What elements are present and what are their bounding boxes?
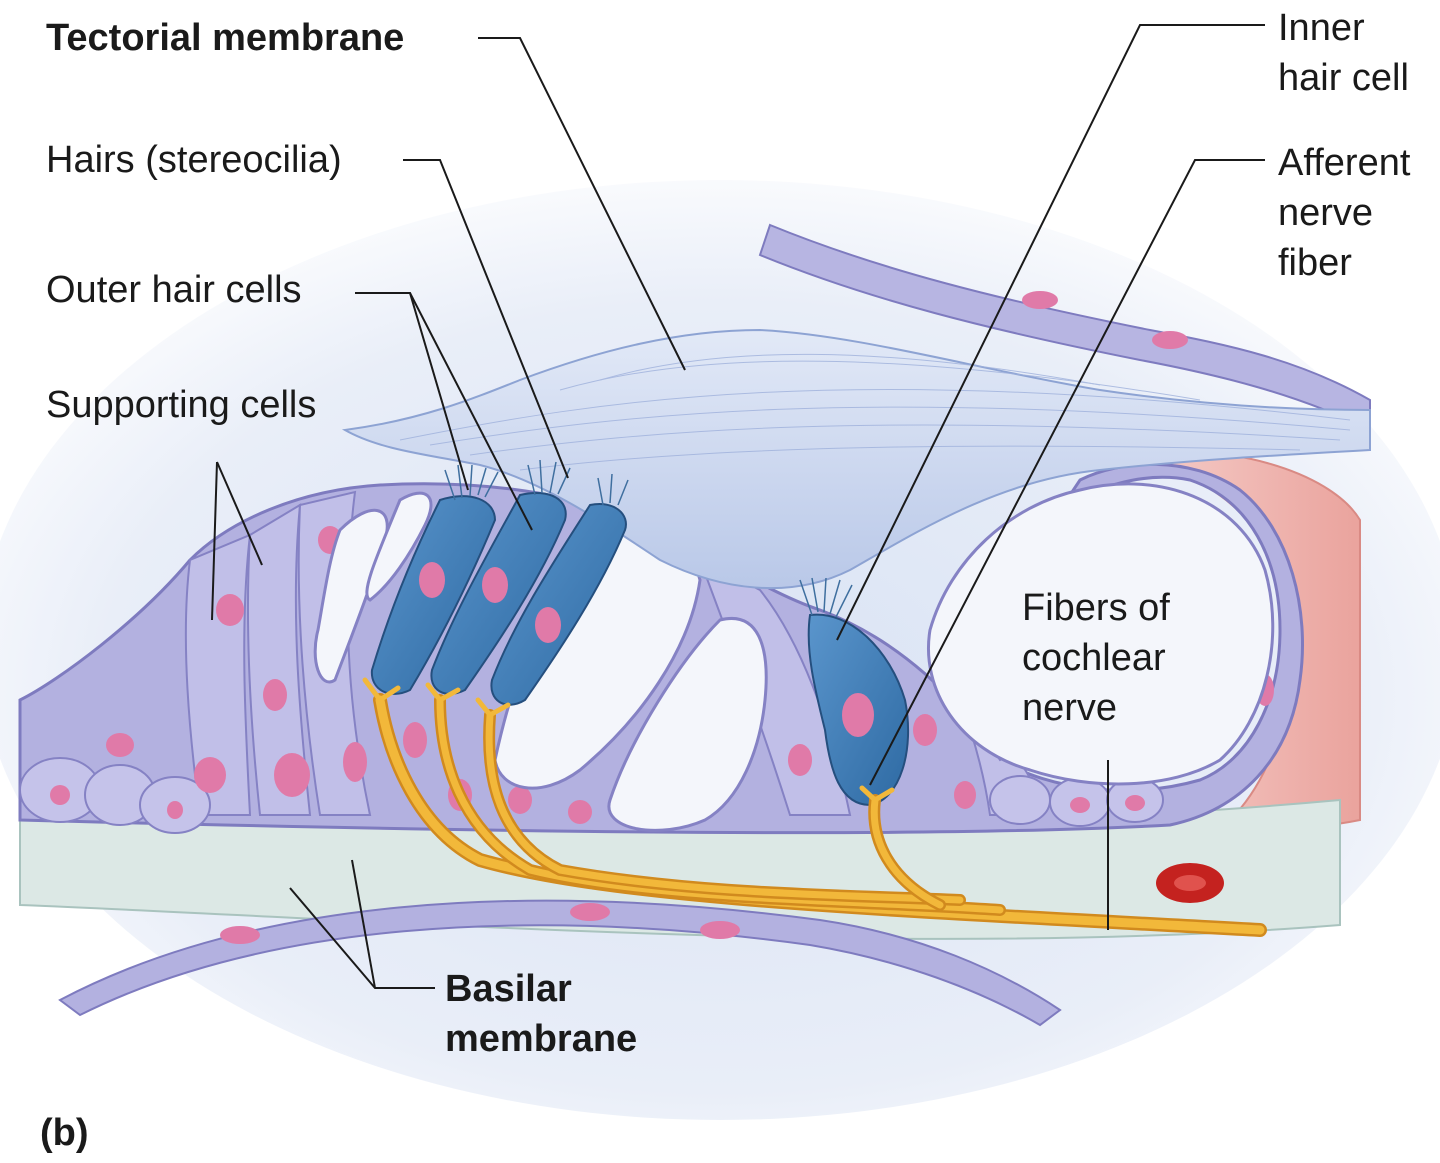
nucleus xyxy=(220,926,260,944)
label-basilar-membrane: Basilar membrane xyxy=(445,964,637,1064)
label-inner-hair-cell: Inner hair cell xyxy=(1278,3,1409,103)
panel-label: (b) xyxy=(40,1112,89,1154)
label-supporting-cells: Supporting cells xyxy=(46,384,317,426)
label-afferent-nerve-fiber: Afferent nerve fiber xyxy=(1278,138,1410,288)
leader-lines xyxy=(211,24,1265,989)
supporting-cell-nuclei xyxy=(50,526,1274,824)
label-hairs-stereocilia: Hairs (stereocilia) xyxy=(46,139,342,181)
label-basilar-line2: membrane xyxy=(445,1018,638,1060)
afferent-nerve-fibers xyxy=(373,693,1267,937)
label-tectorial-membrane: Tectorial membrane xyxy=(46,17,405,59)
label-fibers-line2: cochlear xyxy=(1022,637,1166,679)
label-fibers-line3: nerve xyxy=(1022,687,1118,729)
label-basilar-line1: Basilar xyxy=(445,968,572,1010)
nerve-fiber-branches xyxy=(362,677,895,803)
outer-hair-cell-nuclei xyxy=(419,562,561,643)
red-blood-cell-center xyxy=(1174,875,1206,891)
nucleus xyxy=(1022,291,1058,309)
lower-cell-strand xyxy=(58,899,1062,1027)
stereocilia xyxy=(444,459,853,618)
label-fibers-line1: Fibers of xyxy=(1022,587,1170,629)
nucleus xyxy=(700,921,740,939)
tunnel-spaces xyxy=(313,482,1275,832)
nucleus xyxy=(1152,331,1188,349)
label-fibers-of-cochlear-nerve: Fibers of cochlear nerve xyxy=(1022,583,1170,733)
label-inner-hair-cell-line1: Inner xyxy=(1278,7,1365,49)
label-afferent-line1: Afferent xyxy=(1278,142,1411,184)
label-outer-hair-cells: Outer hair cells xyxy=(46,269,302,311)
label-afferent-line3: fiber xyxy=(1278,242,1352,284)
label-inner-hair-cell-line2: hair cell xyxy=(1278,57,1409,99)
outer-hair-cell-3 xyxy=(490,503,627,706)
tectorial-fibers xyxy=(399,353,1351,471)
label-afferent-line2: nerve xyxy=(1278,192,1374,234)
inner-hair-cell-nucleus xyxy=(842,693,874,737)
nucleus xyxy=(570,903,610,921)
